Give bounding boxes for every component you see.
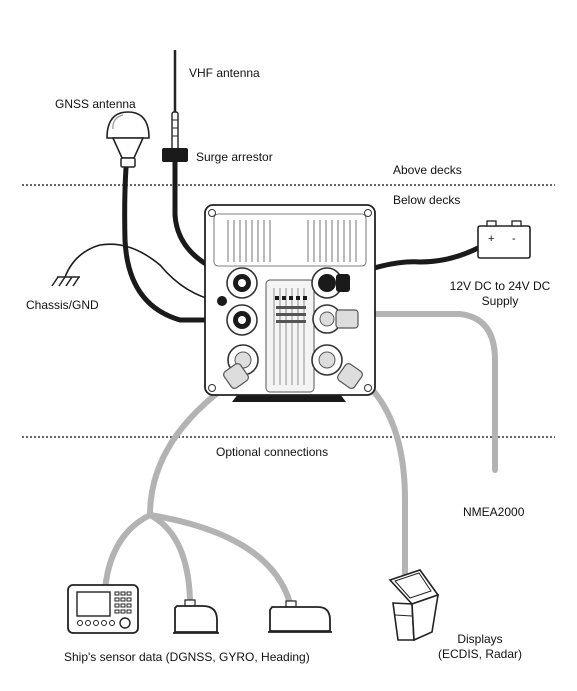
optional-connections-label: Optional connections [216, 445, 329, 459]
surge-arrestor-label: Surge arrestor [196, 150, 273, 164]
vhf-antenna-icon [171, 50, 179, 153]
above-decks-label: Above decks [393, 163, 462, 177]
nmea2000-label: NMEA2000 [463, 505, 525, 519]
ground-stud [217, 296, 227, 306]
sensor-data-label: Ship's sensor data (DGNSS, GYRO, Heading… [64, 650, 310, 664]
gnss-antenna-label: GNSS antenna [55, 97, 136, 111]
connector-nmea2000 [312, 304, 359, 334]
connector-vhf [226, 267, 258, 299]
connector-sensor-data [223, 344, 259, 389]
displays-label: Displays (ECDIS, Radar) [430, 632, 530, 662]
surge-arrestor-icon [162, 148, 188, 162]
displays-label-line1: Displays [457, 632, 503, 646]
sensor-icon [173, 599, 219, 634]
battery-plus-label: + [488, 233, 494, 245]
displays-label-line2: (ECDIS, Radar) [437, 647, 523, 661]
below-decks-label: Below decks [393, 193, 461, 207]
battery-minus-label: - [512, 233, 516, 245]
vhf-antenna-label: VHF antenna [189, 66, 260, 80]
display-console-icon [388, 569, 440, 642]
supply-label-line1: 12V DC to 24V DC [449, 279, 551, 293]
connector-gnss [226, 304, 258, 336]
connector-displays [311, 344, 363, 389]
chartplotter-icon [67, 584, 139, 634]
supply-label-line2: Supply [481, 294, 519, 308]
gnss-antenna-icon [106, 111, 150, 168]
supply-label: 12V DC to 24V DC Supply [440, 279, 560, 309]
sensor-icon [268, 600, 332, 633]
ground-icon [51, 276, 80, 287]
grey-cables [102, 311, 498, 606]
chassis-gnd-label: Chassis/GND [26, 298, 99, 312]
battery-icon: + - [477, 220, 531, 259]
connector-power [311, 267, 350, 299]
